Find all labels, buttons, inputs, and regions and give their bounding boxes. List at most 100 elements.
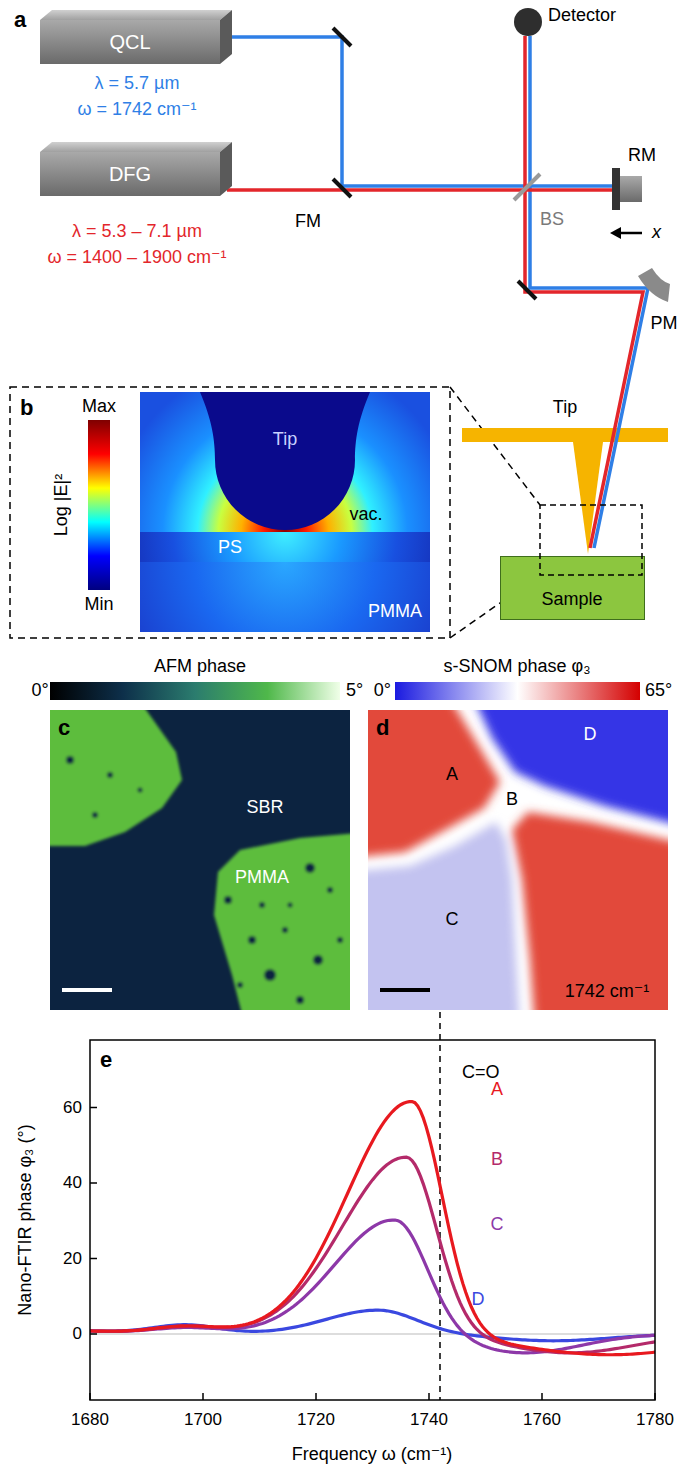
sbr-spot xyxy=(337,937,343,943)
spectra xyxy=(90,1102,655,1355)
parabolic-mirror xyxy=(638,268,670,302)
zero-line xyxy=(90,1333,655,1334)
region-label: PMMA xyxy=(235,868,289,888)
laser-source-box: QCL xyxy=(40,8,232,66)
beamsplitter-symbol xyxy=(514,174,540,200)
inset-leader xyxy=(450,387,540,505)
region-label: PMMA xyxy=(368,602,422,622)
tip-shape xyxy=(200,392,370,530)
afm-domains xyxy=(50,710,350,1010)
pmma-layer xyxy=(140,562,430,632)
inset-frame xyxy=(10,387,450,638)
axis-title: Nano-FTIR phase φ₃ (°) xyxy=(16,1124,36,1315)
laser-beam xyxy=(232,37,530,186)
laser-source-box: DFG xyxy=(40,140,232,198)
laser-beam xyxy=(530,184,612,188)
snom-domain xyxy=(470,710,668,828)
component-label: BS xyxy=(540,210,564,230)
colorbar-label: 0° xyxy=(374,681,391,701)
snom-domain xyxy=(368,822,520,1010)
box-front-face xyxy=(40,20,220,64)
sbr-spot xyxy=(288,903,293,908)
node-label: QCL xyxy=(109,31,150,53)
sbr-spot xyxy=(327,887,333,893)
point-label: A xyxy=(446,765,458,785)
mirror-mount xyxy=(620,176,642,202)
panel-letter: c xyxy=(58,716,70,740)
frequency-marker xyxy=(439,1012,441,1400)
axis-tick xyxy=(90,1258,97,1260)
axis-tick xyxy=(315,1393,317,1400)
detector-symbol: Detector xyxy=(512,6,652,38)
tick-label: 1720 xyxy=(297,1411,335,1430)
colorbar xyxy=(50,682,340,700)
motion-arrow xyxy=(618,232,642,235)
colorbar-title: AFM phase xyxy=(154,657,246,677)
tick-label: 60 xyxy=(63,1098,82,1117)
tick-label: 20 xyxy=(63,1249,82,1268)
sbr-spot xyxy=(305,863,315,873)
colorbar xyxy=(395,682,640,700)
axis-tick xyxy=(202,1393,204,1400)
sbr-spot xyxy=(224,896,232,904)
region-label: PS xyxy=(218,538,242,558)
spectrum-curve xyxy=(90,1102,655,1355)
component-label: FM xyxy=(295,212,321,232)
sbr-spot xyxy=(92,812,98,818)
curve-label: C xyxy=(491,1215,504,1235)
sbr-spot xyxy=(237,982,243,988)
frequency-label: ω = 1400 – 1900 cm⁻¹ xyxy=(47,248,226,268)
laser-beam xyxy=(530,186,648,548)
box-top-face xyxy=(40,10,232,20)
colorbar xyxy=(88,420,110,590)
node-label: DFG xyxy=(109,163,151,185)
plot-frame xyxy=(90,1040,655,1400)
pmma-domain xyxy=(214,832,350,1010)
colorbar-label: 65° xyxy=(645,681,672,701)
sbr-spot xyxy=(248,936,256,944)
vacuum-region xyxy=(140,392,430,532)
sbr-spot xyxy=(138,788,143,793)
snom-domain xyxy=(512,812,668,1010)
flip-mirror-symbol xyxy=(333,179,351,197)
laser-beam xyxy=(525,188,612,192)
colorbar-label: Max xyxy=(82,397,116,417)
tick-label: 1780 xyxy=(636,1411,674,1430)
region-label: SBR xyxy=(246,798,283,818)
sbr-spot xyxy=(313,955,323,965)
spectrum-curve xyxy=(90,1220,655,1353)
curve-label: A xyxy=(491,1080,503,1100)
box-side-face xyxy=(220,142,232,196)
laser-beam xyxy=(523,36,527,190)
node-label: Detector xyxy=(548,6,616,26)
colorbar-label: 0° xyxy=(31,681,48,701)
tick-label: 1760 xyxy=(523,1411,561,1430)
field-simulation xyxy=(140,392,430,632)
sample-block: Sample xyxy=(500,556,645,620)
ps-layer xyxy=(140,532,430,562)
snom-domains xyxy=(368,710,668,1010)
axis-label: x xyxy=(652,223,661,243)
box-front-face xyxy=(40,152,220,196)
detector-outline xyxy=(512,6,544,38)
frequency-label: 1742 cm⁻¹ xyxy=(565,982,650,1002)
mirror-symbol xyxy=(518,281,536,299)
axis-tick xyxy=(541,1393,543,1400)
box-top-face xyxy=(40,142,232,152)
node-label: Sample xyxy=(541,590,602,610)
wavelength-label: λ = 5.7 µm xyxy=(95,74,180,94)
panel-letter: a xyxy=(14,8,26,32)
curve-label: D xyxy=(472,1290,485,1310)
arrow-head xyxy=(610,227,621,239)
spectrum-curve xyxy=(90,1157,655,1353)
region-label: vac. xyxy=(349,505,382,525)
mirror-symbol xyxy=(333,28,351,46)
colorbar-label: 5° xyxy=(346,681,363,701)
laser-beam xyxy=(227,188,525,192)
component-label: Tip xyxy=(553,398,577,418)
sbr-spot xyxy=(259,902,265,908)
axis-tick xyxy=(654,1393,656,1400)
colorbar-title: s-SNOM phase φ₃ xyxy=(443,657,590,677)
